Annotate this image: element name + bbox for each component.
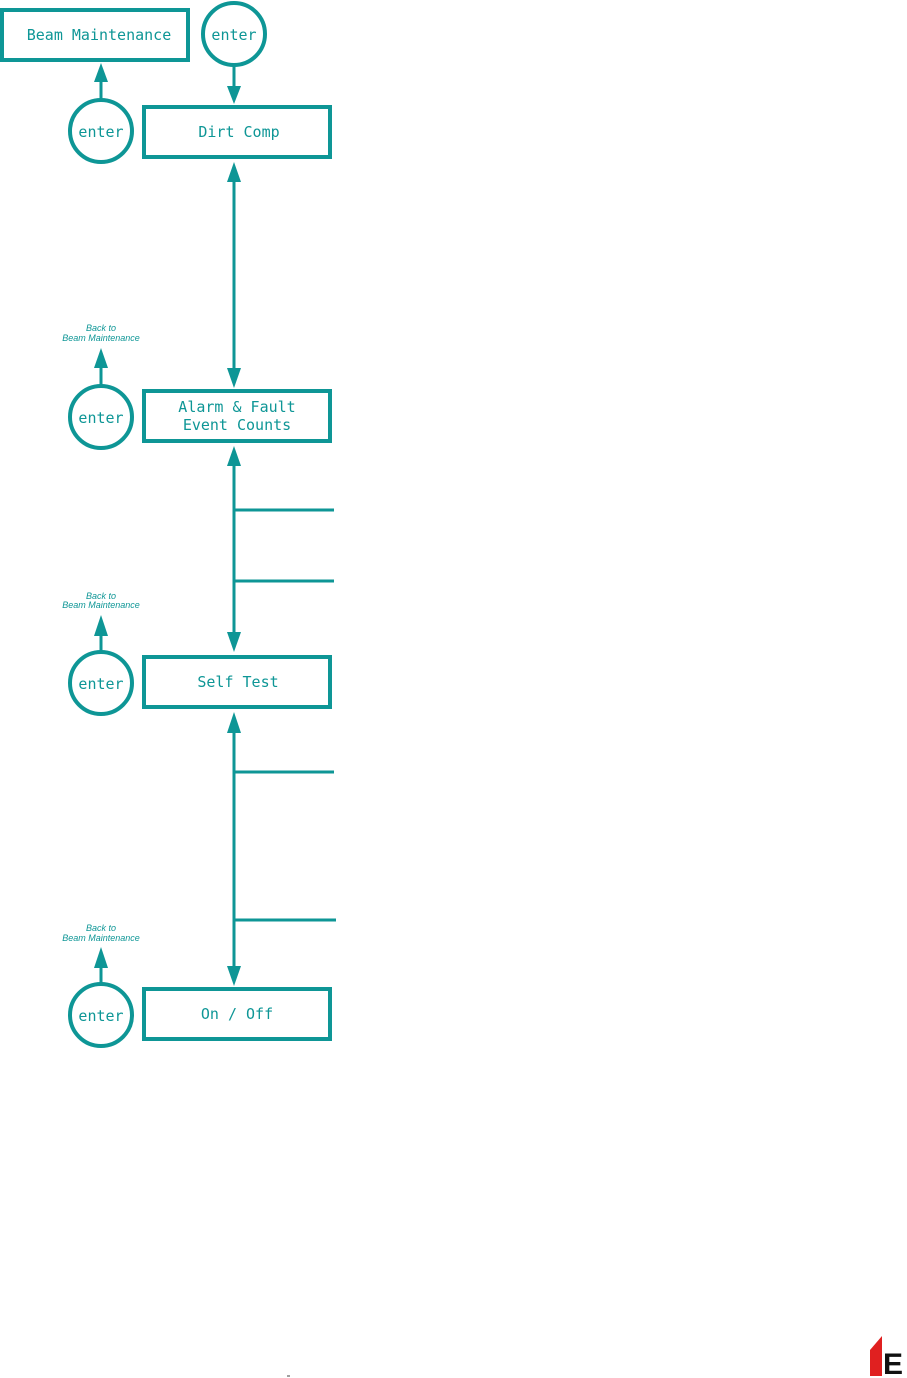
on-off-node[interactable]: On / Off <box>142 987 332 1041</box>
arrow-up-icon <box>94 348 108 368</box>
dirt-comp-label: Dirt Comp <box>198 123 279 141</box>
on-off-enter-label: enter <box>78 1007 123 1025</box>
self-test-node[interactable]: Self Test <box>142 655 332 709</box>
dirt-comp-enter-button[interactable]: enter <box>68 98 134 164</box>
beam-maintenance-label: Beam Maintenance <box>27 26 172 44</box>
back-to-label-2: Beam Maintenance <box>62 600 140 610</box>
alarm-fault-enter-label: enter <box>78 409 123 427</box>
back-to-label-1: Back to <box>86 323 116 333</box>
alarm-fault-label-line2: Event Counts <box>183 416 291 434</box>
arrow-up-icon <box>227 712 241 733</box>
beam-maintenance-node[interactable]: Beam Maintenance <box>0 8 190 62</box>
arrow-up-icon <box>94 615 108 636</box>
back-to-label-1: Back to <box>86 923 116 933</box>
self-test-enter-button[interactable]: enter <box>68 650 134 716</box>
arrow-up-icon <box>94 947 108 968</box>
dirt-comp-enter-label: enter <box>78 123 123 141</box>
arrow-up-icon <box>227 446 241 466</box>
back-to-label-1: Back to <box>86 591 116 601</box>
self-test-label: Self Test <box>197 673 278 691</box>
on-off-label: On / Off <box>201 1005 273 1023</box>
alarm-fault-enter-button[interactable]: enter <box>68 384 134 450</box>
logo-letter: E <box>883 1348 903 1378</box>
top-enter-button[interactable]: enter <box>201 1 267 67</box>
alarm-fault-label-line1: Alarm & Fault <box>178 398 295 416</box>
dirt-comp-node[interactable]: Dirt Comp <box>142 105 332 159</box>
arrow-down-icon <box>227 966 241 986</box>
alarm-fault-node[interactable]: Alarm & Fault Event Counts <box>142 389 332 443</box>
back-to-label-2: Beam Maintenance <box>62 933 140 943</box>
arrow-down-icon <box>227 632 241 652</box>
arrow-down-icon <box>227 368 241 388</box>
company-logo-icon: E <box>870 1336 903 1378</box>
self-test-enter-label: enter <box>78 675 123 693</box>
on-off-enter-button[interactable]: enter <box>68 982 134 1048</box>
back-to-label-2: Beam Maintenance <box>62 333 140 343</box>
arrow-up-icon <box>94 63 108 82</box>
arrow-up-icon <box>227 162 241 182</box>
top-enter-label: enter <box>211 26 256 44</box>
arrow-down-icon <box>227 86 241 104</box>
